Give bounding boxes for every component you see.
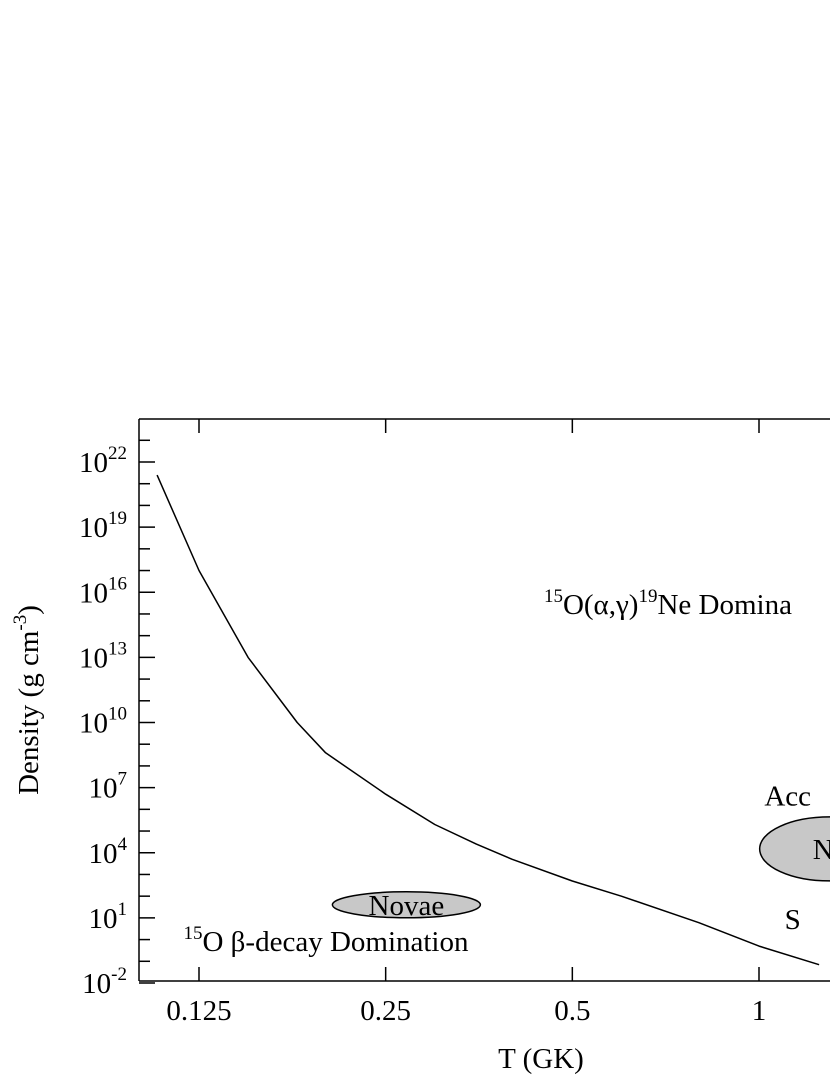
- y-tick-exponent: -2: [111, 964, 127, 985]
- y-tick-label: 1010: [79, 704, 127, 740]
- y-axis-title-sup: -3: [10, 615, 31, 631]
- y-tick-label: 104: [89, 834, 128, 870]
- series-line: [156, 474, 820, 966]
- plot-frame: [138, 418, 830, 982]
- y-tick-label: 107: [89, 769, 128, 805]
- y-tick-base: 10: [89, 838, 118, 870]
- annotation-sup2: 19: [638, 586, 657, 607]
- annotation: 15O(α,γ)19Ne Domina: [544, 586, 792, 621]
- annotation: Acc: [764, 781, 811, 813]
- curve-layer: [156, 474, 820, 966]
- annotation: 15O β-decay Domination: [183, 923, 469, 958]
- y-tick-base: 10: [79, 577, 108, 609]
- y-tick-base: 10: [79, 642, 108, 674]
- x-tick-label: 0.5: [554, 995, 590, 1027]
- x-tick-label: 0.125: [166, 995, 231, 1027]
- y-tick-label: 1019: [79, 508, 127, 544]
- x-axis-title: T (GK): [498, 1043, 584, 1075]
- y-tick-exponent: 1: [118, 899, 128, 920]
- annotation-sup: 15: [544, 586, 563, 607]
- region-label: Ne: [813, 834, 830, 866]
- annotation-text2: Ne Domina: [657, 589, 792, 621]
- y-tick-base: 10: [79, 447, 108, 479]
- annotation-text: Acc: [764, 781, 811, 813]
- y-tick-exponent: 16: [108, 573, 127, 594]
- annotation-sup: 15: [183, 923, 202, 944]
- annotation: S: [785, 904, 801, 936]
- y-tick-label: 10-2: [82, 964, 127, 1000]
- y-tick-exponent: 4: [118, 834, 128, 855]
- region-ellipse: [331, 891, 482, 919]
- y-tick-base: 10: [89, 773, 118, 805]
- y-tick-exponent: 7: [118, 769, 128, 790]
- y-tick-label: 101: [89, 899, 128, 935]
- regions-layer: Novae Ne: [331, 816, 830, 922]
- y-tick-exponent: 22: [108, 443, 127, 464]
- x-tick-label: 1: [752, 995, 767, 1027]
- y-tick-exponent: 13: [108, 638, 127, 659]
- y-tick-label: 1016: [79, 573, 127, 609]
- y-tick-label: 1022: [79, 443, 127, 479]
- y-tick-base: 10: [89, 903, 118, 935]
- y-tick-base: 10: [79, 708, 108, 740]
- y-tick-base: 10: [79, 512, 108, 544]
- annotation-text: S: [785, 904, 801, 936]
- y-axis-title-close: ): [13, 605, 45, 615]
- y-axis-title-group: Density (g cm-3): [10, 605, 45, 795]
- y-tick-exponent: 19: [108, 508, 127, 529]
- x-tick-label: 0.25: [360, 995, 411, 1027]
- y-tick-label: 1013: [79, 638, 127, 674]
- y-tick-exponent: 10: [108, 704, 127, 725]
- region-label: Novae: [369, 890, 445, 922]
- annotation-text: O(α,γ): [563, 589, 639, 621]
- y-axis-title-main: Density (g cm: [13, 630, 45, 795]
- annotation-text: O β-decay Domination: [202, 926, 469, 958]
- y-tick-base: 10: [82, 968, 111, 1000]
- y-axis-title: Density (g cm-3): [10, 605, 45, 795]
